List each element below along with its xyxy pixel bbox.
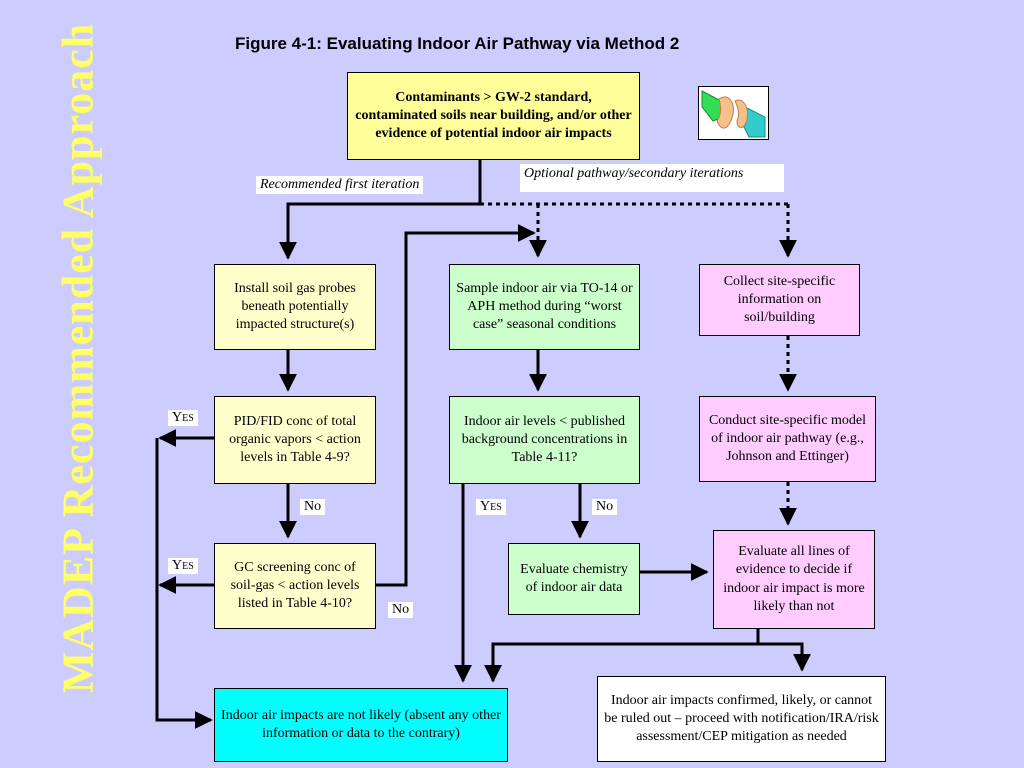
figure-title: Figure 4-1: Evaluating Indoor Air Pathwa… bbox=[235, 34, 680, 53]
edge-lines-to-confirmed bbox=[758, 642, 811, 672]
indoor-no-label: No bbox=[592, 499, 618, 515]
pid-yes-label: Yes bbox=[168, 410, 198, 426]
gc-no-label: No bbox=[388, 602, 414, 618]
sample-indoor-air-box: Sample indoor air via TO-14 or APH metho… bbox=[449, 264, 640, 350]
gc-yes-label: Yes bbox=[168, 558, 198, 574]
start-box: Contaminants > GW-2 standard, contaminat… bbox=[347, 72, 640, 160]
gc-screening-decision-box: GC screening conc of soil-gas < action l… bbox=[214, 543, 376, 629]
collect-site-info-box: Collect site-specific information on soi… bbox=[699, 264, 860, 336]
evaluate-lines-of-evidence-box: Evaluate all lines of evidence to decide… bbox=[713, 530, 875, 629]
side-title: MADEP Recommended Approach bbox=[53, 22, 103, 694]
pid-fid-decision-box: PID/FID conc of total organic vapors < a… bbox=[214, 396, 376, 484]
edge-start-to-soil-gas bbox=[279, 160, 482, 260]
not-likely-outcome-box: Indoor air impacts are not likely (absen… bbox=[214, 688, 508, 762]
optional-pathway-note: Optional pathway/secondary iterations bbox=[520, 164, 784, 192]
site-model-box: Conduct site-specific model of indoor ai… bbox=[699, 396, 876, 482]
hand-pointing-icon bbox=[698, 86, 769, 140]
confirmed-outcome-box: Indoor air impacts confirmed, likely, or… bbox=[597, 676, 886, 762]
edge-gc-no bbox=[376, 224, 536, 587]
soil-gas-probes-box: Install soil gas probes beneath potentia… bbox=[214, 264, 376, 350]
indoor-yes-label: Yes bbox=[476, 499, 506, 515]
indoor-levels-decision-box: Indoor air levels < published background… bbox=[449, 396, 640, 484]
evaluate-chemistry-box: Evaluate chemistry of indoor air data bbox=[508, 543, 640, 615]
edge-lines-split bbox=[484, 629, 760, 683]
edge-yes-bus bbox=[155, 438, 213, 729]
pid-no-label: No bbox=[300, 499, 326, 515]
recommended-iteration-note: Recommended first iteration bbox=[256, 176, 424, 194]
